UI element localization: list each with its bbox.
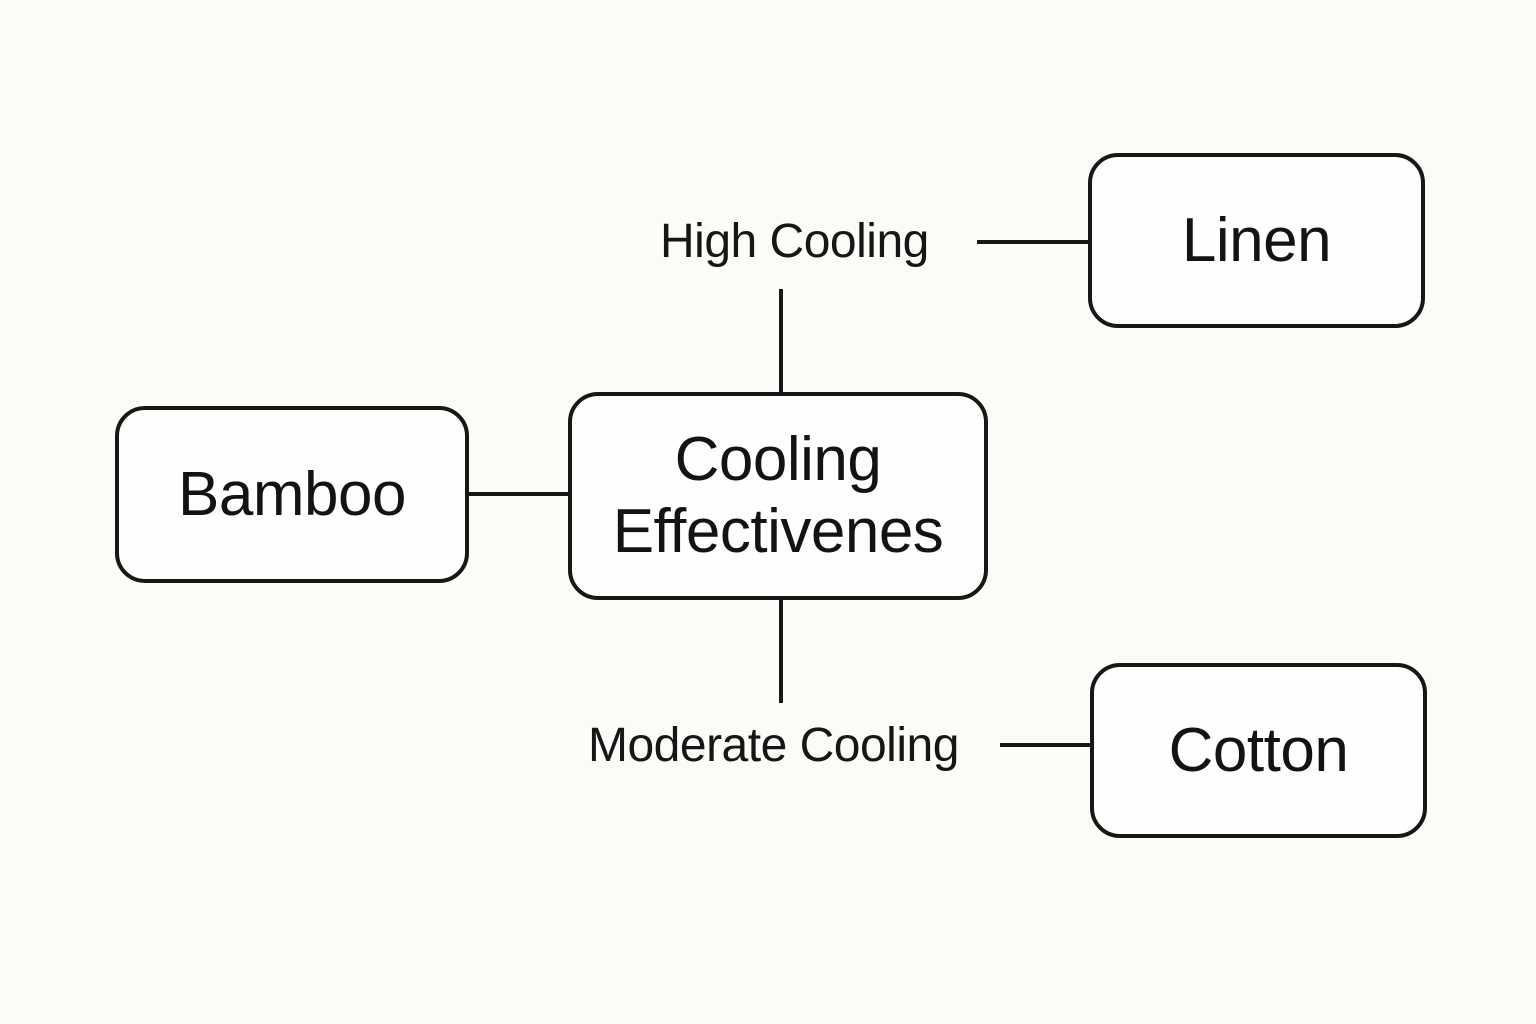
node-cooling-effectiveness-label: Cooling Effectivenes — [612, 425, 944, 566]
node-bamboo: Bamboo — [115, 406, 469, 583]
edge-line-moderate-cooling-to-cotton — [1000, 743, 1090, 747]
edge-line-center-to-moderate-cooling — [779, 600, 783, 703]
node-linen-label: Linen — [1181, 205, 1332, 275]
edge-label-high-cooling: High Cooling — [660, 215, 929, 268]
edge-line-high-cooling-to-linen — [977, 240, 1088, 244]
edge-line-bamboo-to-center — [469, 492, 568, 496]
node-bamboo-label: Bamboo — [178, 459, 406, 529]
node-linen: Linen — [1088, 153, 1425, 328]
edge-line-center-to-high-cooling — [779, 289, 783, 392]
node-cooling-effectiveness: Cooling Effectivenes — [568, 392, 988, 600]
node-cotton: Cotton — [1090, 663, 1427, 838]
edge-label-moderate-cooling: Moderate Cooling — [588, 719, 959, 772]
node-cotton-label: Cotton — [1168, 715, 1349, 785]
